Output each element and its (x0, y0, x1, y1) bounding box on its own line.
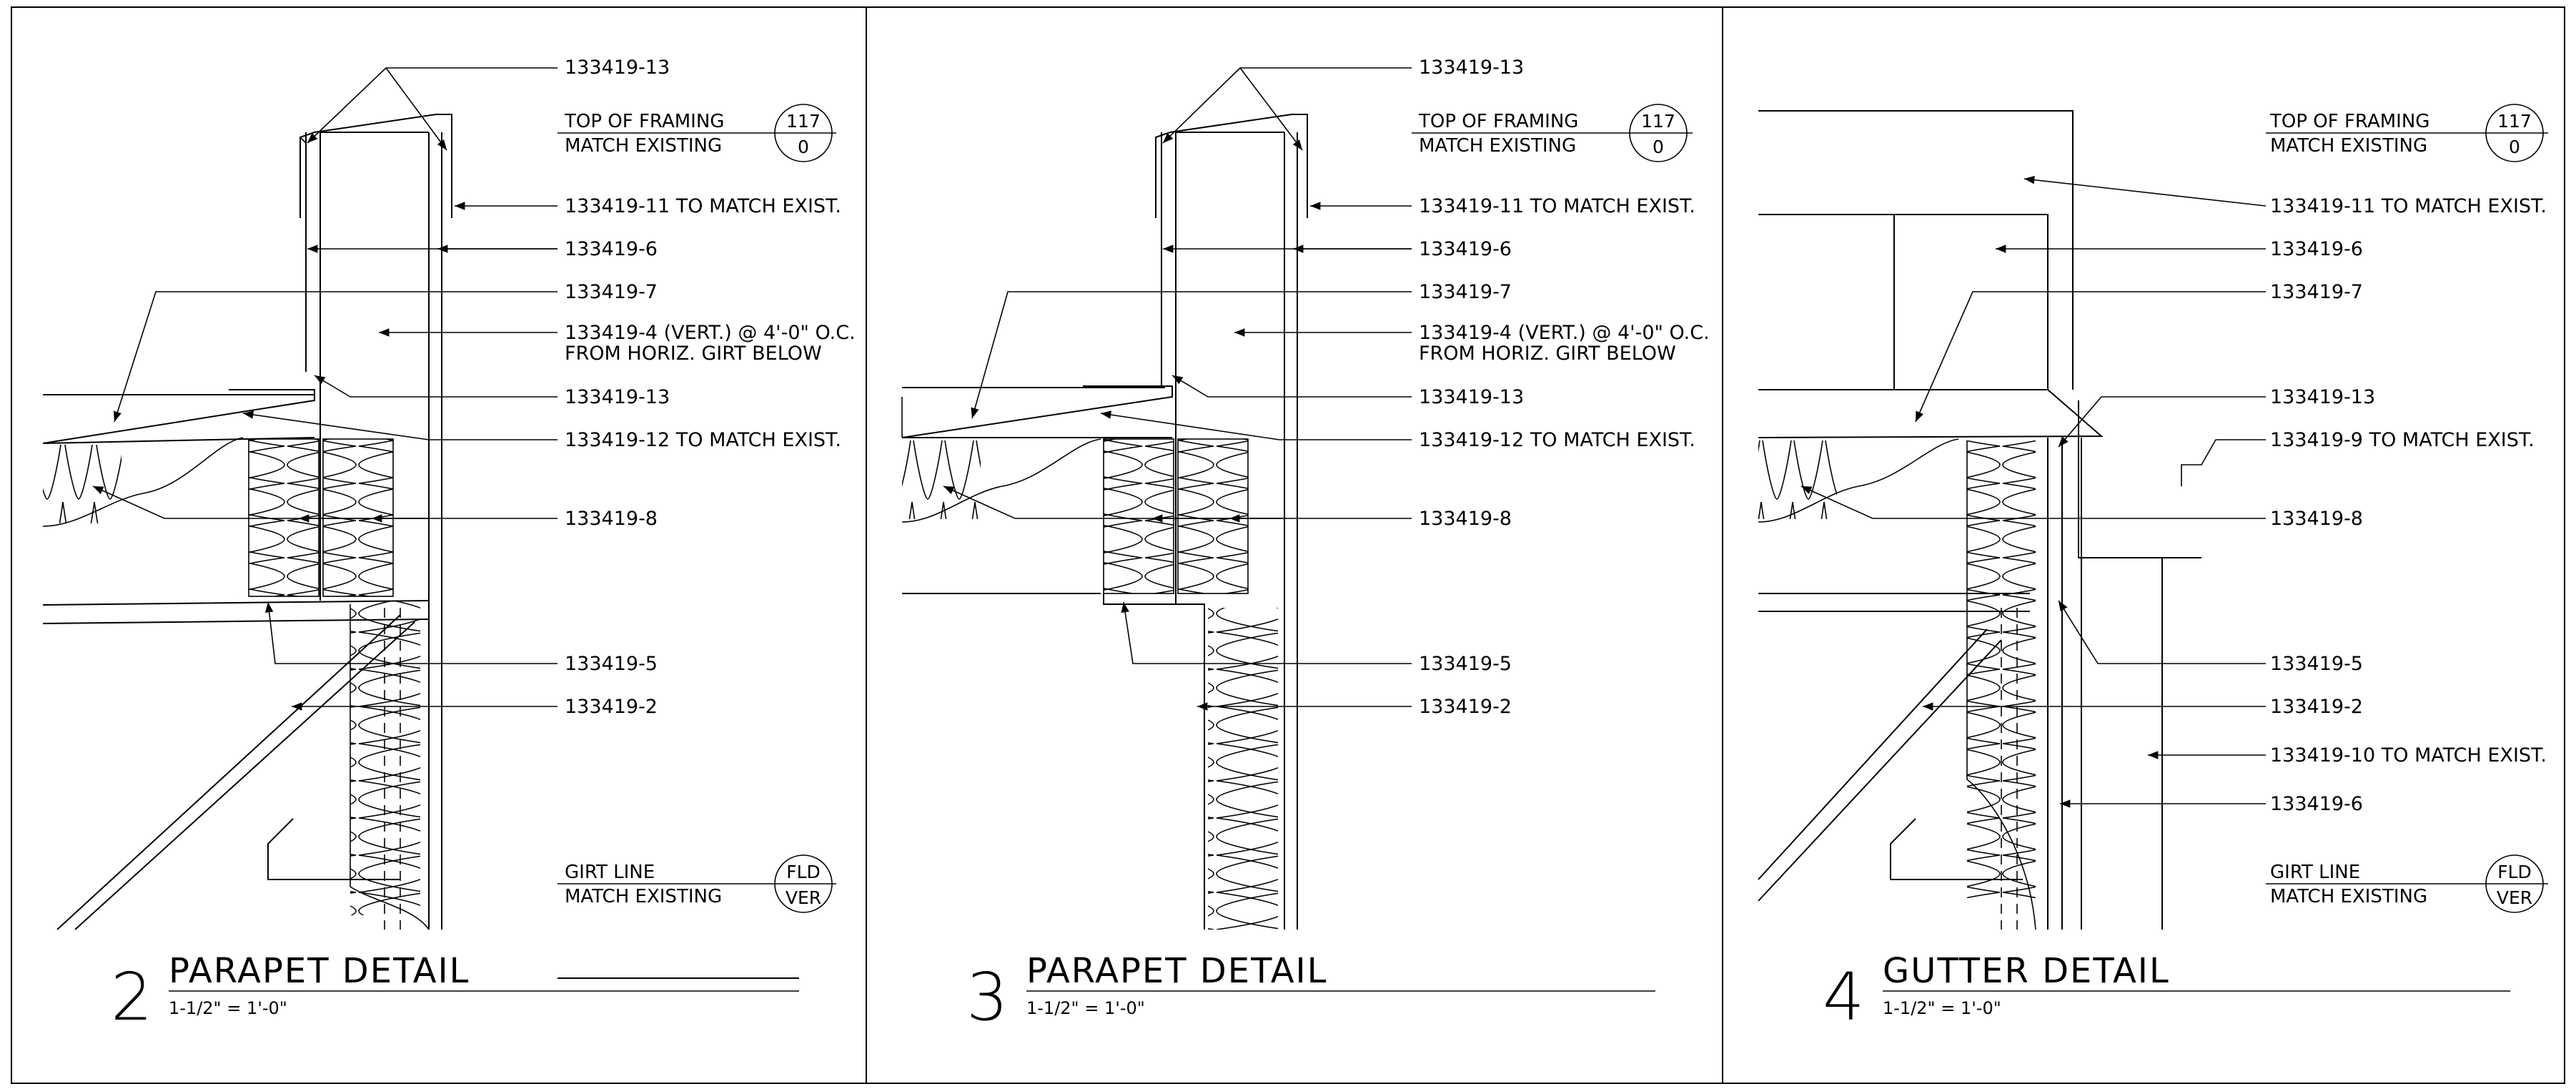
level-bubble-top: FLD (786, 862, 821, 882)
level-label: TOP OF FRAMING (1418, 111, 1578, 132)
level-bubble (1629, 104, 1688, 162)
callout: 133419-7 (2270, 281, 2363, 303)
detail-number: 2 (111, 959, 153, 1035)
detail-number: 3 (966, 959, 1009, 1035)
callout: 133419-5 (565, 653, 658, 675)
callout: 133419-6 (1419, 238, 1512, 260)
callout: 133419-11 TO MATCH EXIST. (1419, 195, 1695, 217)
callout: 133419-13 (1419, 56, 1524, 79)
level-bubble (774, 854, 833, 913)
level-bubble-top: FLD (2497, 862, 2532, 882)
detail-title: PARAPET DETAIL (1026, 951, 1327, 991)
level-label: GIRT LINE (565, 862, 655, 883)
callout: 133419-6 (2270, 238, 2363, 260)
detail-number: 4 (1823, 959, 1865, 1035)
callout: 133419-6 (565, 238, 658, 260)
callout: 133419-8 (2270, 508, 2363, 530)
callout: 133419-6 (2270, 793, 2363, 815)
detail-title: GUTTER DETAIL (1883, 951, 2170, 991)
callout: 133419-5 (1419, 653, 1512, 675)
callout: 133419-2 (2270, 696, 2363, 718)
callout: 133419-13 (565, 386, 670, 408)
callout: 133419-11 TO MATCH EXIST. (2270, 195, 2547, 217)
level-bubble-bottom: 0 (1653, 137, 1664, 157)
callout: 133419-12 TO MATCH EXIST. (565, 429, 841, 451)
detail-3-drawing (901, 67, 1693, 992)
level-label: MATCH EXISTING (2270, 886, 2427, 907)
level-bubble-bottom: 0 (2509, 137, 2520, 157)
callout: 133419-8 (1419, 508, 1512, 530)
level-bubble-bottom: 0 (798, 137, 809, 157)
callout: 133419-4 (VERT.) @ 4'-0" O.C. (1419, 322, 1710, 344)
callout: 133419-12 TO MATCH EXIST. (1419, 429, 1695, 451)
level-bubble-bottom: VER (786, 887, 821, 908)
detail-scale: 1-1/2" = 1'-0" (1026, 998, 1145, 1018)
detail-3-panel: 133419-13 133419-11 TO MATCH EXIST. 1334… (901, 56, 1710, 1035)
level-bubble (774, 104, 833, 162)
detail-2-drawing (42, 67, 836, 979)
level-label: GIRT LINE (2270, 862, 2360, 883)
level-bubble-top: 117 (786, 111, 821, 132)
callout: 133419-13 (565, 56, 670, 79)
detail-4-drawing (1758, 104, 2548, 992)
level-bubble (2485, 854, 2544, 913)
callout: FROM HORIZ. GIRT BELOW (565, 343, 822, 365)
callout: 133419-11 TO MATCH EXIST. (565, 195, 841, 217)
callout: 133419-2 (1419, 696, 1512, 718)
level-bubble-top: 117 (2497, 111, 2532, 132)
callout: 133419-7 (1419, 281, 1512, 303)
callout: 133419-4 (VERT.) @ 4'-0" O.C. (565, 322, 856, 344)
sheet-border (11, 6, 2565, 1084)
callout: 133419-7 (565, 281, 658, 303)
level-bubble (2485, 104, 2544, 162)
callout: 133419-10 TO MATCH EXIST. (2270, 744, 2547, 767)
callout: 133419-2 (565, 696, 658, 718)
callout: 133419-13 (2270, 386, 2375, 408)
detail-scale: 1-1/2" = 1'-0" (1883, 998, 2001, 1018)
callout: 133419-9 TO MATCH EXIST. (2270, 429, 2535, 451)
level-label: TOP OF FRAMING (2269, 111, 2429, 132)
detail-2-panel: 133419-13 133419-11 TO MATCH EXIST. 1334… (42, 56, 856, 1035)
level-label: MATCH EXISTING (565, 886, 722, 907)
detail-title: PARAPET DETAIL (169, 951, 470, 991)
callout: 133419-13 (1419, 386, 1524, 408)
level-bubble-bottom: VER (2497, 887, 2532, 908)
callout: 133419-8 (565, 508, 658, 530)
detail-4-panel: 133419-11 TO MATCH EXIST. 133419-6 13341… (1758, 104, 2548, 1035)
callout: FROM HORIZ. GIRT BELOW (1419, 343, 1676, 365)
level-label: TOP OF FRAMING (564, 111, 724, 132)
level-label: MATCH EXISTING (1419, 135, 1576, 157)
level-label: MATCH EXISTING (2270, 135, 2427, 157)
level-bubble-top: 117 (1641, 111, 1675, 132)
detail-scale: 1-1/2" = 1'-0" (169, 998, 287, 1018)
level-label: MATCH EXISTING (565, 135, 722, 157)
callout: 133419-5 (2270, 653, 2363, 675)
